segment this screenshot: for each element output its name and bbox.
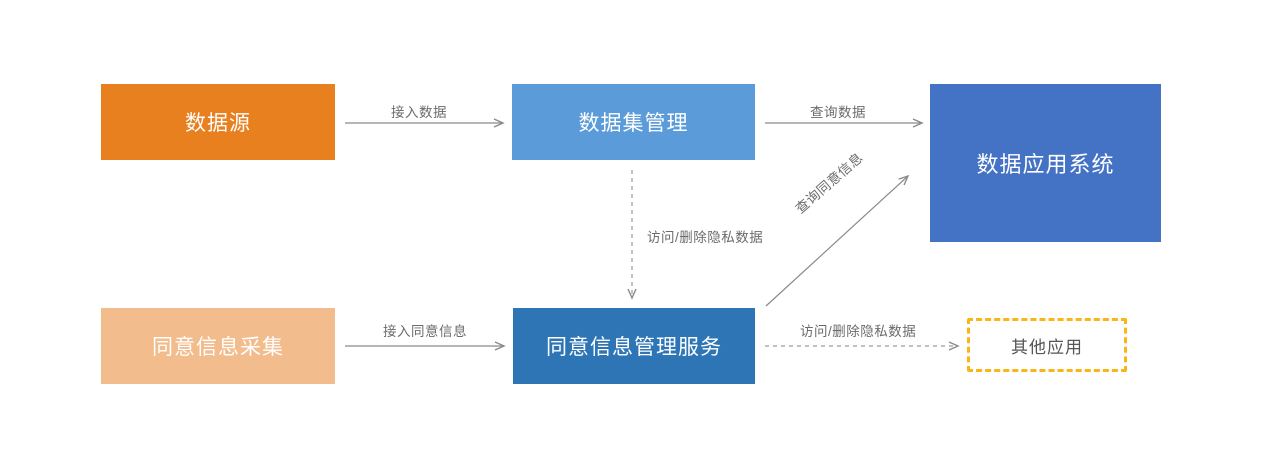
- node-other-app[interactable]: 其他应用: [967, 318, 1127, 372]
- edge-label-ingest-data: 接入数据: [391, 105, 447, 120]
- node-consent-collect-label: 同意信息采集: [152, 336, 284, 359]
- node-datasource-label: 数据源: [185, 112, 251, 135]
- node-datasource[interactable]: 数据源: [101, 84, 335, 160]
- node-consent-service[interactable]: 同意信息管理服务: [513, 308, 755, 384]
- node-dataset[interactable]: 数据集管理: [512, 84, 755, 160]
- edge-label-access-delete-bottom: 访问/删除隐私数据: [800, 324, 917, 339]
- node-dataset-label: 数据集管理: [578, 112, 689, 135]
- node-dataapp[interactable]: 数据应用系统: [930, 84, 1161, 242]
- node-consent-service-label: 同意信息管理服务: [546, 336, 722, 359]
- edge-label-ingest-consent: 接入同意信息: [383, 324, 467, 339]
- edge-label-query-data: 查询数据: [810, 105, 866, 120]
- node-dataapp-label: 数据应用系统: [976, 152, 1115, 177]
- node-consent-collect[interactable]: 同意信息采集: [101, 308, 335, 384]
- edge-query-consent: [765, 174, 910, 307]
- edge-label-access-delete-vertical: 访问/删除隐私数据: [647, 230, 764, 245]
- node-other-app-label: 其他应用: [1011, 337, 1083, 357]
